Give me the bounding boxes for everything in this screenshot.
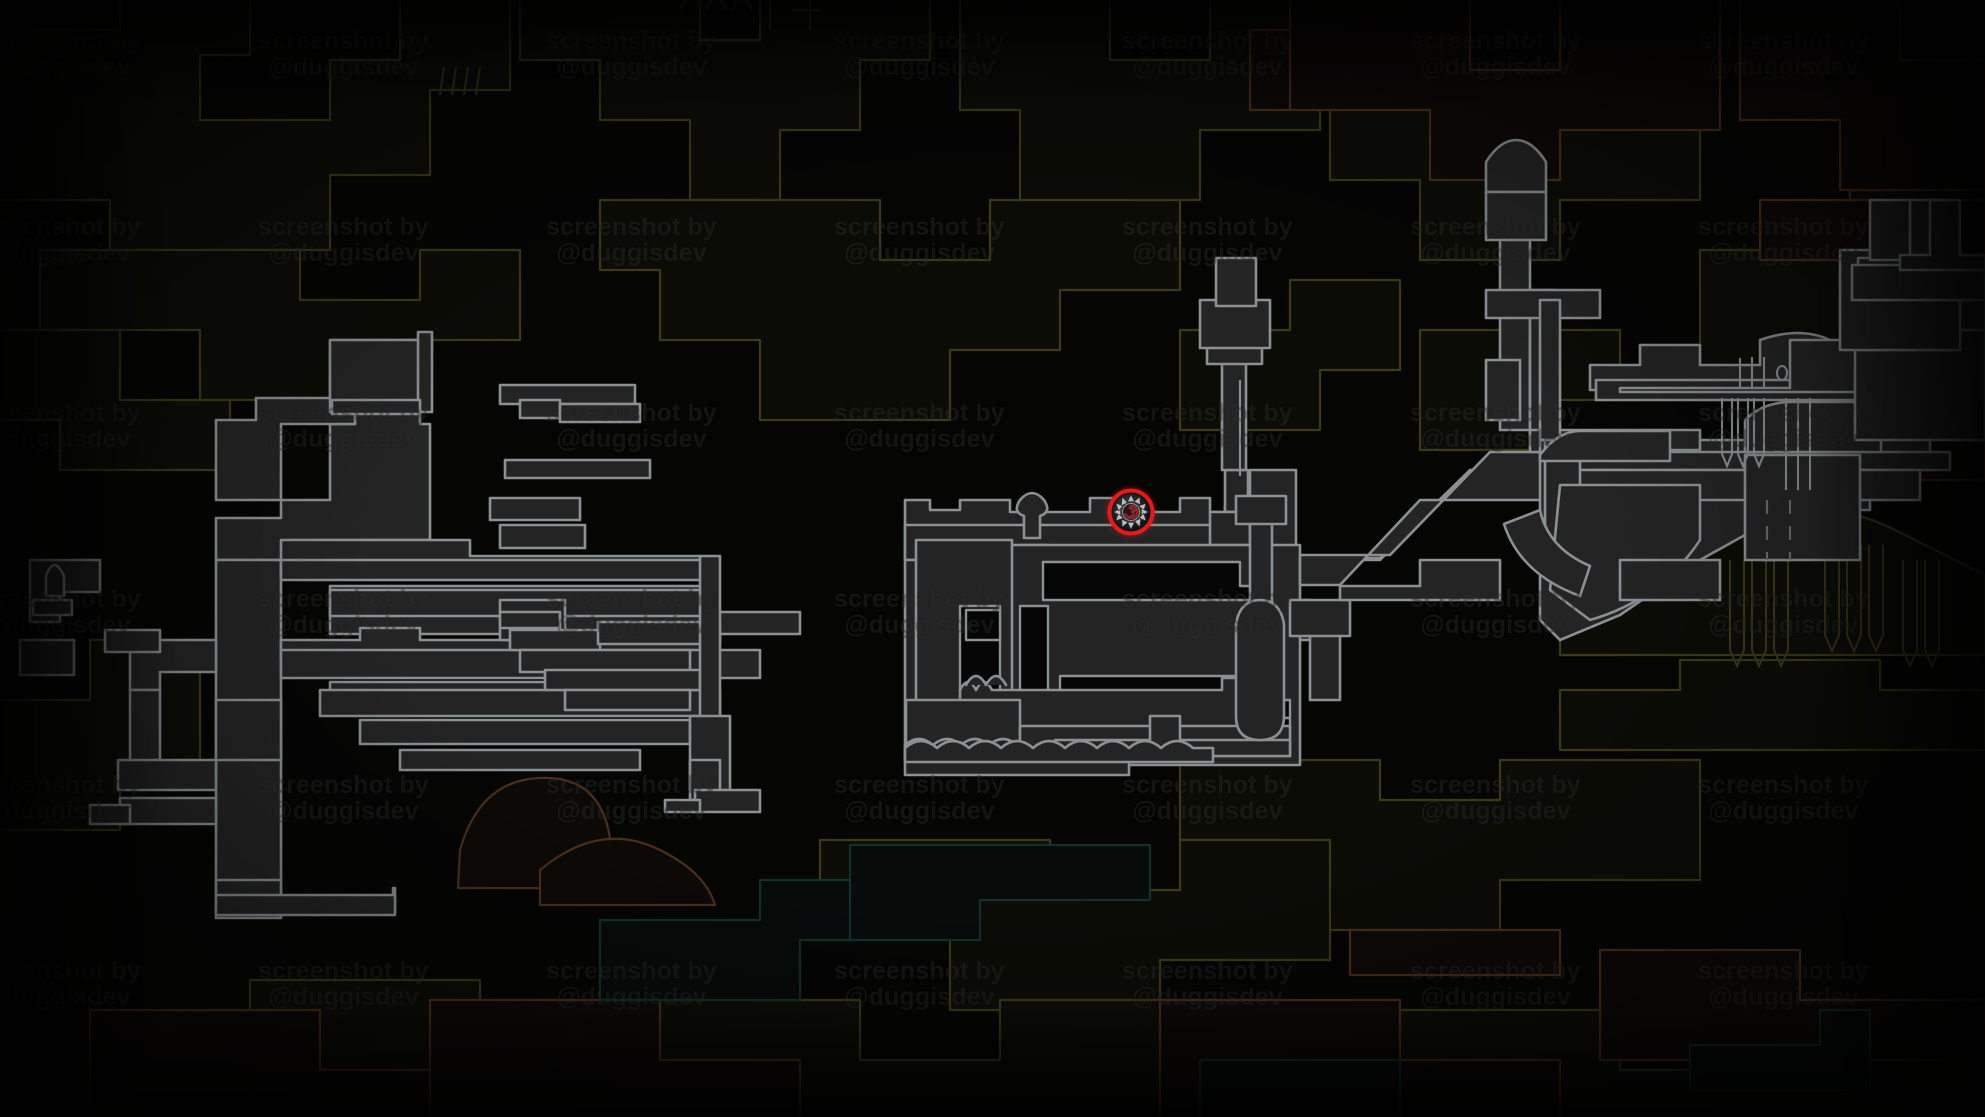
marker-ring <box>1107 488 1155 536</box>
objective-marker[interactable] <box>1107 488 1155 536</box>
